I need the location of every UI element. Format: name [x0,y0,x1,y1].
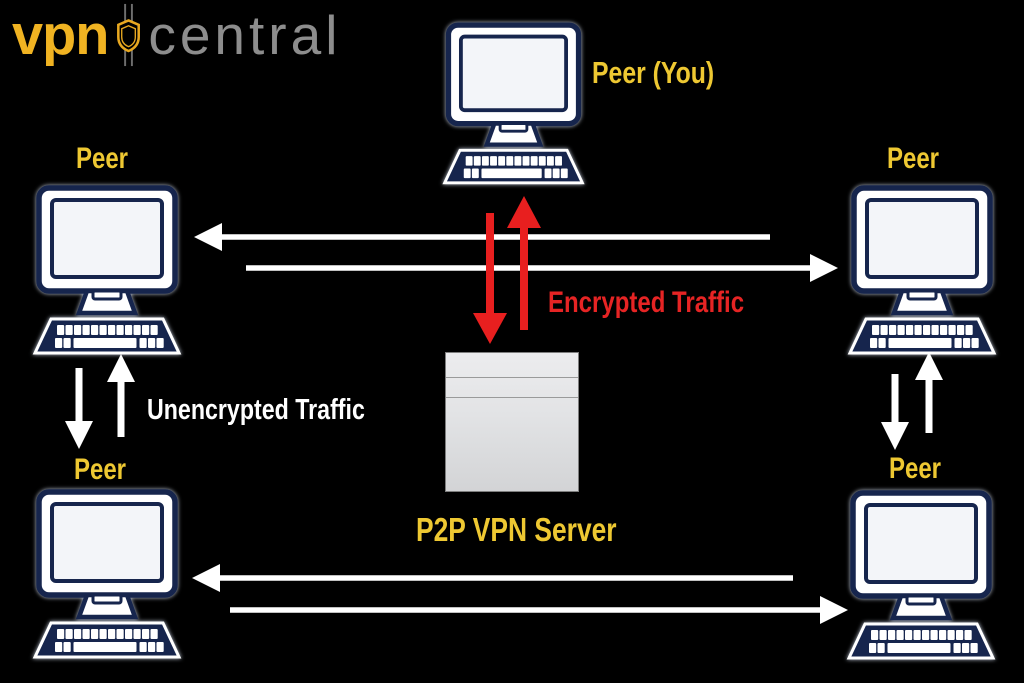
peer-bottom-left-label: Peer [73,453,127,486]
arrow-encrypted-up [507,196,541,330]
computer-peer-bottom-right-icon [841,490,1001,660]
peer-you-label: Peer (You) [592,55,715,90]
server-label: P2P VPN Server [416,511,617,548]
arrow-right-up [915,352,943,433]
arrow-left-down [65,368,93,449]
computer-peer-bottom-left-icon [27,489,187,659]
peer-top-left-label: Peer [75,142,129,175]
peer-bottom-right-label: Peer [888,452,942,485]
arrow-bottom-rightward [230,596,848,624]
arrow-right-down [881,374,909,450]
logo: vpn central [12,2,341,68]
server-panel-line [446,377,578,378]
computer-peer-top-right-icon [842,185,1002,355]
shield-icon [117,3,141,67]
logo-text-vpn: vpn [12,2,109,67]
arrow-bottom-leftward [192,564,793,592]
computer-peer-you-icon [437,22,590,185]
unencrypted-traffic-label: Unencrypted Traffic [147,394,365,426]
logo-text-central: central [148,3,342,66]
encrypted-traffic-label: Encrypted Traffic [548,286,745,319]
server-box [445,352,579,492]
server-panel-line [446,397,578,398]
peer-top-right-label: Peer [886,142,940,175]
arrow-left-up [107,354,135,437]
arrow-encrypted-down [473,213,507,344]
arrow-top-leftward [194,223,770,251]
computer-peer-top-left-icon [27,185,187,355]
arrow-top-rightward [246,254,838,282]
